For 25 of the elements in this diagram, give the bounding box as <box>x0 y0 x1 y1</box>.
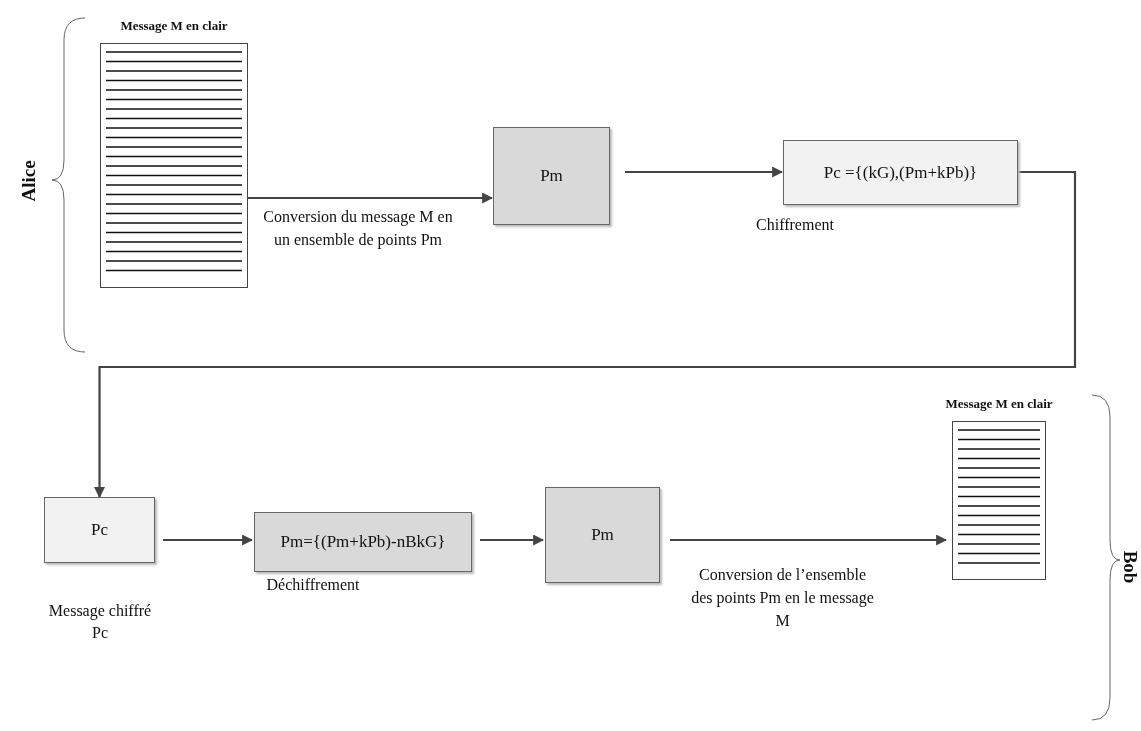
box-label: Pm={(Pm+kPb)-nBkG} <box>280 532 446 552</box>
document-title: Message M en clair <box>119 18 229 34</box>
arrow <box>248 192 494 204</box>
box-label: Pm <box>591 525 614 545</box>
edge-label: Déchiffrement <box>265 575 361 595</box>
process-box <box>44 497 155 563</box>
box-label: Pc ={(kG),(Pm+kPb)} <box>823 162 978 183</box>
edge-label: Conversion de l’ensemble des points Pm en le message M <box>690 565 875 632</box>
process-box <box>254 512 472 572</box>
arrow <box>163 534 254 546</box>
edge-label: Conversion du message M en un ensemble de points Pm <box>262 207 454 251</box>
process-box <box>545 487 660 583</box>
arrow <box>670 534 948 546</box>
box-label: Pc <box>91 520 108 540</box>
box-label: Pm <box>540 166 563 186</box>
edge-label: Chiffrement <box>755 215 835 235</box>
actor-label: Alice <box>17 160 40 202</box>
arrow <box>94 170 1077 499</box>
arrow <box>480 534 545 546</box>
process-box <box>493 127 610 225</box>
actor-label: Bob <box>1119 550 1141 584</box>
arrow <box>625 166 784 178</box>
process-box <box>783 140 1018 205</box>
node-caption: Message chiffré Pc <box>47 601 153 643</box>
document-title: Message M en clair <box>944 396 1054 412</box>
